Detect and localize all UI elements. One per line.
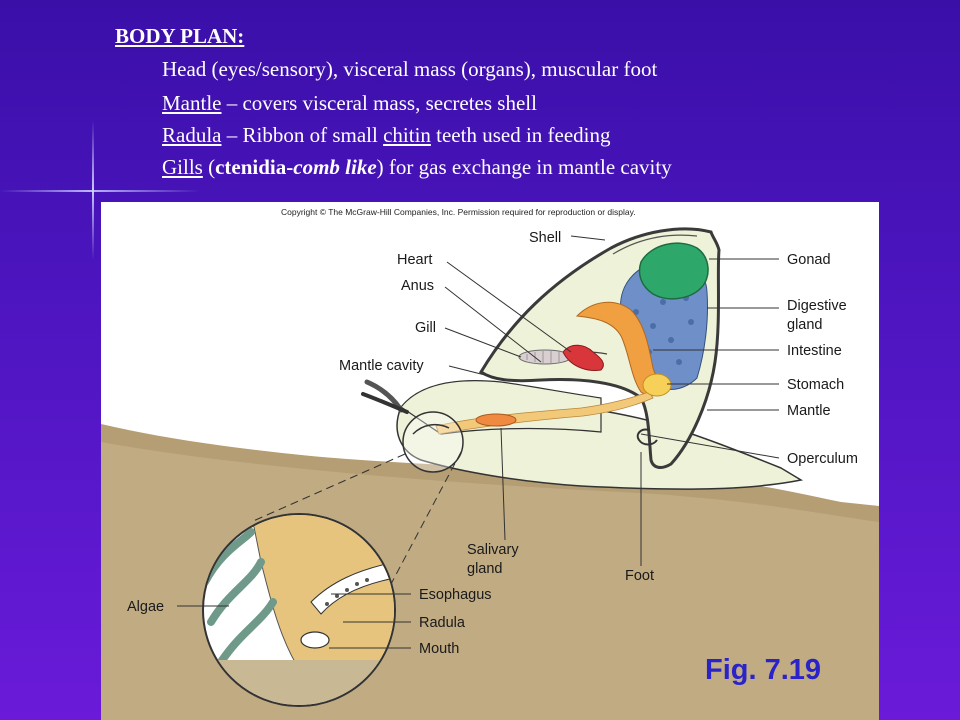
- label-foot: Foot: [625, 568, 654, 584]
- mouth-cartilage: [300, 631, 330, 649]
- decorative-sparkle-vertical: [92, 120, 94, 260]
- radula-small: [412, 423, 450, 435]
- label-salivary-gland-line1: Salivary: [467, 542, 519, 558]
- gills-term: Gills: [162, 155, 203, 179]
- body-plan-line-mantle: Mantle – covers visceral mass, secretes …: [162, 91, 537, 116]
- decorative-sparkle-horizontal: [0, 190, 200, 192]
- figure-copyright: Copyright © The McGraw-Hill Companies, I…: [281, 207, 636, 217]
- label-mantle: Mantle: [787, 403, 831, 419]
- radula-teeth: [325, 578, 369, 606]
- label-shell: Shell: [529, 230, 561, 246]
- label-radula: Radula: [419, 615, 466, 631]
- label-salivary-gland-line2: gland: [467, 561, 502, 577]
- gonad: [638, 242, 709, 300]
- snail-anatomy-figure: Shell Heart Anus Gill Mantle cavity Gona…: [101, 202, 879, 720]
- mantle-term: Mantle: [162, 91, 222, 115]
- line-head-text: Head (eyes/sensory), visceral mass (orga…: [162, 57, 658, 81]
- mantle-description: – covers visceral mass, secretes shell: [221, 91, 537, 115]
- label-intestine: Intestine: [787, 343, 842, 359]
- chitin-term: chitin: [383, 123, 431, 147]
- gills-paren-open: (: [202, 155, 216, 179]
- label-esophagus: Esophagus: [419, 587, 492, 603]
- comb-like-term: comb like: [293, 155, 377, 179]
- esophagus-channel: [310, 561, 394, 615]
- heart: [562, 344, 604, 371]
- label-mantle-cavity: Mantle cavity: [339, 358, 424, 374]
- label-mouth: Mouth: [419, 641, 459, 657]
- label-digestive-gland-line1: Digestive: [787, 298, 847, 314]
- snail-anatomy-diagram: Shell Heart Anus Gill Mantle cavity Gona…: [101, 227, 879, 720]
- stomach: [642, 373, 672, 397]
- label-anus: Anus: [401, 278, 434, 294]
- body-plan-line-head: Head (eyes/sensory), visceral mass (orga…: [162, 57, 657, 82]
- body-plan-heading: BODY PLAN:: [115, 24, 245, 48]
- tentacle-front: [361, 392, 409, 414]
- radula-description-1: – Ribbon of small: [221, 123, 384, 147]
- body-plan-line-gills: Gills (ctenidia-comb like) for gas excha…: [162, 155, 672, 180]
- ctenidia-term: ctenidia-: [215, 155, 294, 179]
- operculum: [636, 428, 658, 446]
- gills-description: ) for gas exchange in mantle cavity: [376, 155, 672, 179]
- snail-head-body: [400, 380, 602, 435]
- figure-caption: Fig. 7.19: [705, 654, 822, 686]
- radula-term: Radula: [162, 123, 222, 147]
- head-tissue: [250, 515, 394, 673]
- radula-description-2: teeth used in feeding: [430, 123, 611, 147]
- label-leader-lines: [177, 235, 780, 649]
- label-digestive-gland-line2: gland: [787, 317, 822, 333]
- label-heart: Heart: [397, 252, 432, 268]
- salivary-gland: [475, 413, 517, 427]
- zoom-line-top: [250, 453, 406, 523]
- label-gill: Gill: [415, 320, 436, 336]
- label-operculum: Operculum: [787, 451, 858, 467]
- zoom-line-bottom: [390, 451, 462, 585]
- magnified-mouth-region-small: [402, 411, 464, 473]
- label-algae: Algae: [127, 599, 164, 615]
- label-stomach: Stomach: [787, 377, 844, 393]
- shell-whorl-top: [612, 234, 698, 255]
- body-plan-line-radula: Radula – Ribbon of small chitin teeth us…: [162, 123, 611, 148]
- label-gonad: Gonad: [787, 252, 831, 268]
